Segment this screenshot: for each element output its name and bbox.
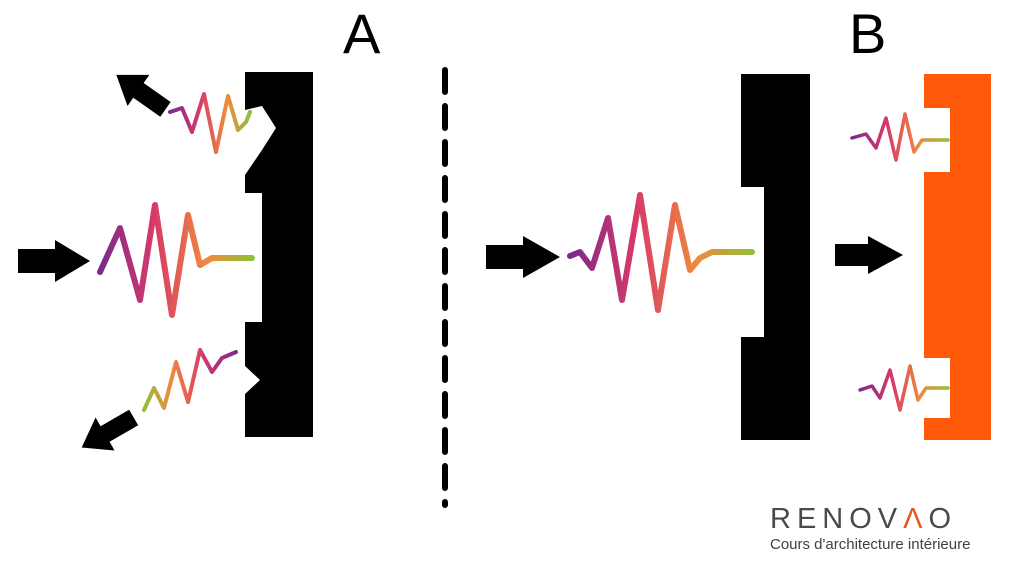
arrow-icon: [116, 74, 171, 117]
sound-wave-icon: [567, 192, 755, 313]
brand-name-end: O: [928, 503, 958, 535]
sound-wave-icon: [168, 92, 252, 154]
wall-b-orange: [924, 74, 991, 440]
brand-name-start: RENOV: [770, 503, 904, 535]
arrow-icon: [81, 409, 139, 451]
wall-a: [245, 72, 313, 437]
sound-wave-icon: [858, 364, 950, 412]
arrow-icon: [18, 240, 90, 282]
arrow-icon: [486, 236, 560, 278]
arrow-icon: [835, 236, 903, 274]
wall-b-black: [741, 74, 810, 440]
brand-logo: RENOVΛO Cours d'architecture intérieure: [770, 505, 1010, 553]
panel-label-a: A: [343, 2, 381, 65]
panel-label-b: B: [849, 2, 887, 65]
sound-wave-icon: [850, 112, 950, 162]
brand-name-accent: Λ: [903, 503, 929, 535]
sound-wave-icon: [142, 348, 238, 412]
sound-wave-icon: [97, 202, 255, 318]
brand-tagline: Cours d'architecture intérieure: [770, 536, 971, 553]
brand-name: RENOVΛO: [770, 505, 1010, 534]
